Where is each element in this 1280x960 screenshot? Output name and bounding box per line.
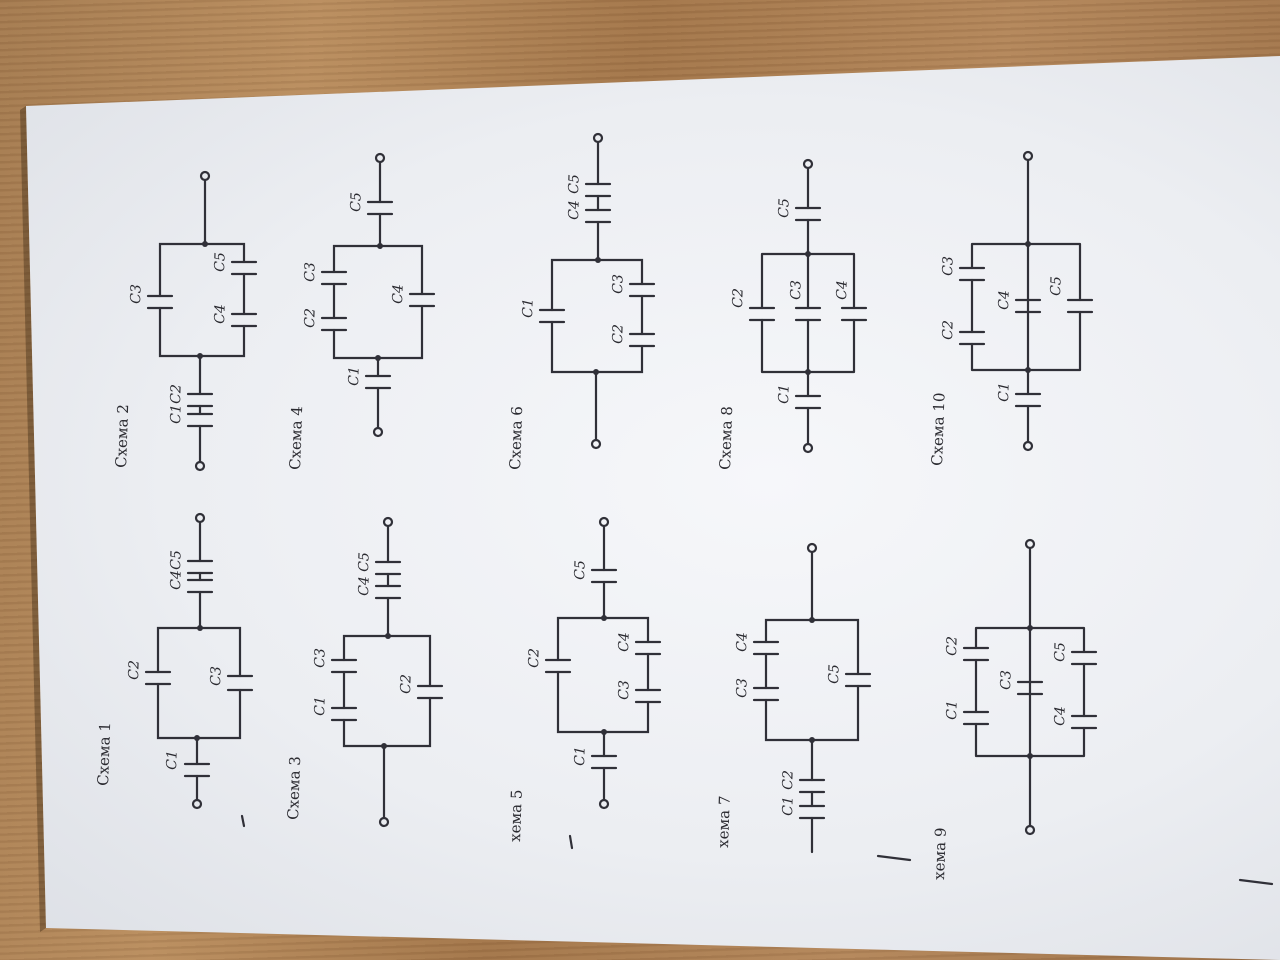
capacitor-label: C4 xyxy=(390,284,407,304)
capacitor-label: C1 xyxy=(780,796,797,816)
pencil-mark xyxy=(568,834,574,850)
capacitor-label: C5 xyxy=(776,198,793,218)
capacitor-label: C4 xyxy=(168,570,185,590)
capacitor-label: C5 xyxy=(356,552,373,572)
capacitor-label: C2 xyxy=(944,636,961,656)
capacitor-label: C3 xyxy=(788,280,805,300)
capacitor-label: C1 xyxy=(996,382,1013,402)
capacitor-label: C2 xyxy=(730,288,747,308)
capacitor-label: C2 xyxy=(168,384,185,404)
capacitor-label: C3 xyxy=(998,670,1015,690)
capacitor-label: C5 xyxy=(168,550,185,570)
capacitor-label: C1 xyxy=(312,696,329,716)
capacitor-label: C5 xyxy=(826,664,843,684)
scheme-title: Схема 2 xyxy=(112,404,132,468)
capacitor-label: C5 xyxy=(572,560,589,580)
capacitor-label: C1 xyxy=(944,700,961,720)
scheme-8: Схема 8 C1 C2 C3 C4 C5 xyxy=(716,158,868,470)
scheme-title: Схема 1 xyxy=(94,722,114,786)
capacitor-label: C2 xyxy=(302,308,319,328)
scheme-1: Схема 1 C1 C2 C3 C4 C5 xyxy=(94,512,254,810)
scheme-title: Схема 4 xyxy=(286,406,306,470)
scheme-4: Схема 4 C1 C2 C3 C4 C5 xyxy=(286,152,436,470)
pencil-mark xyxy=(1238,878,1274,886)
capacitor-label: C1 xyxy=(776,384,793,404)
capacitor-label: C4 xyxy=(1052,706,1069,726)
capacitor-label: C3 xyxy=(734,678,751,698)
capacitor-label: C3 xyxy=(302,262,319,282)
capacitor-label: C3 xyxy=(128,284,145,304)
capacitor-label: C1 xyxy=(572,746,589,766)
capacitor-label: C4 xyxy=(212,304,229,324)
capacitor-label: C1 xyxy=(164,750,181,770)
capacitor-label: C4 xyxy=(566,200,583,220)
capacitor-label: C2 xyxy=(398,674,415,694)
capacitor-label: C4 xyxy=(996,290,1013,310)
capacitor-label: C4 xyxy=(356,576,373,596)
pencil-mark xyxy=(876,854,912,862)
scheme-title: Схема 8 xyxy=(716,406,736,470)
capacitor-label: C4 xyxy=(834,280,851,300)
capacitor-label: C1 xyxy=(520,298,537,318)
capacitor-label: C2 xyxy=(780,770,797,790)
capacitor-label: C1 xyxy=(168,404,185,424)
scheme-10: Схема 10 C1 C2 C3 C4 C5 xyxy=(928,150,1094,466)
capacitor-label: C5 xyxy=(1048,276,1065,296)
capacitor-label: C5 xyxy=(566,174,583,194)
scheme-title: хема 7 xyxy=(714,795,734,848)
capacitor-label: C4 xyxy=(734,632,751,652)
scheme-title: хема 9 xyxy=(930,827,950,880)
capacitor-label: C2 xyxy=(126,660,143,680)
pencil-mark xyxy=(240,814,246,828)
capacitor-label: C2 xyxy=(526,648,543,668)
capacitor-label: C1 xyxy=(346,366,363,386)
scheme-title: хема 5 xyxy=(506,789,526,842)
scheme-title: Схема 3 xyxy=(284,756,304,820)
scheme-6: Схема 6 C1 C2 C3 C4 C5 xyxy=(506,132,656,470)
capacitor-label: C5 xyxy=(348,192,365,212)
scheme-title: Схема 10 xyxy=(928,392,949,466)
capacitor-label: C4 xyxy=(616,632,633,652)
capacitor-label: C5 xyxy=(1052,642,1069,662)
scheme-9: хема 9 C1 C2 C3 C4 C5 xyxy=(930,538,1098,880)
capacitor-label: C3 xyxy=(940,256,957,276)
scheme-5: хема 5 C1 C2 C3 C4 C5 xyxy=(506,516,662,842)
capacitor-label: C3 xyxy=(208,666,225,686)
capacitor-label: C2 xyxy=(610,324,627,344)
scheme-3: Схема 3 C1 C2 C3 C4 C5 xyxy=(284,516,444,828)
scheme-title: Схема 6 xyxy=(506,406,526,470)
scheme-2: Схема 2 C1 C2 C3 C4 C5 xyxy=(112,170,258,472)
scheme-7: хема 7 C1 C2 C3 C4 C5 xyxy=(714,542,872,854)
capacitor-label: C5 xyxy=(212,252,229,272)
capacitor-label: C3 xyxy=(312,648,329,668)
capacitor-label: C2 xyxy=(940,320,957,340)
capacitor-label: C3 xyxy=(616,680,633,700)
capacitor-label: C3 xyxy=(610,274,627,294)
